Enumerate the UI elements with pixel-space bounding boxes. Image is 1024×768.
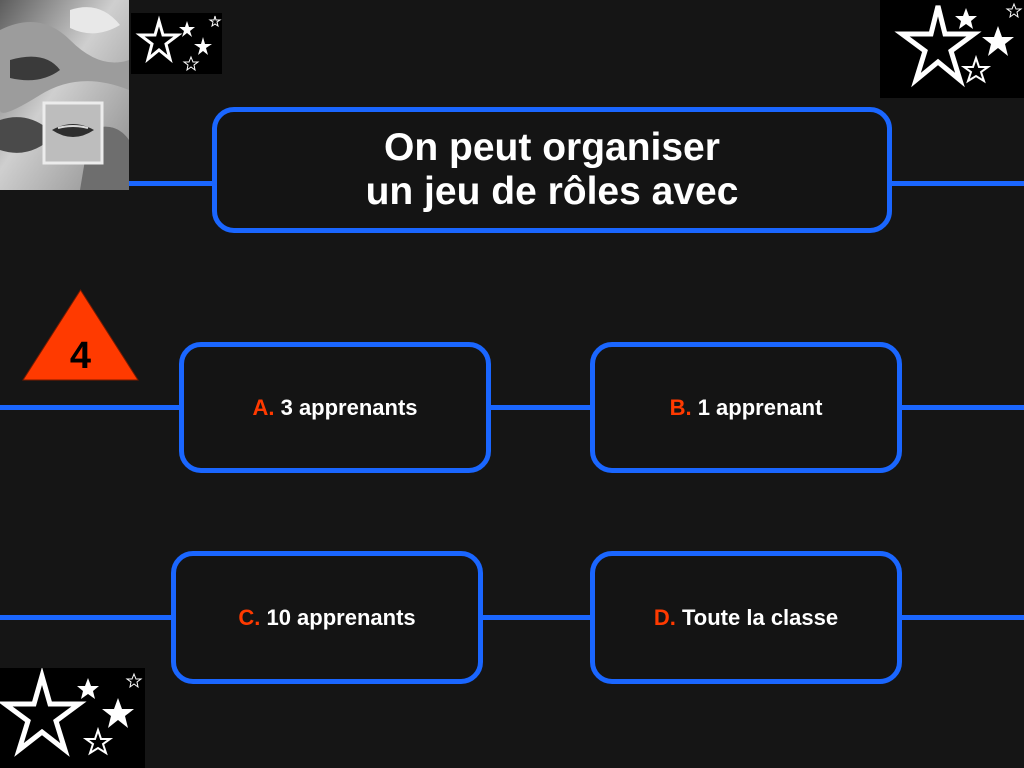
stars-icon	[0, 668, 143, 757]
answer-c-letter: C.	[238, 604, 261, 630]
stars-icon	[894, 2, 1023, 88]
connector-line-row2-left	[0, 615, 177, 620]
answer-a-label: A. 3 apprenants	[252, 395, 417, 421]
answer-b-letter: B.	[669, 394, 692, 420]
stars-decoration-top-right	[880, 0, 1024, 98]
answer-c-text: 10 apprenants	[266, 604, 416, 630]
connector-line-row2-right	[898, 615, 1024, 620]
answer-a-text: 3 apprenants	[280, 394, 418, 420]
question-number: 4	[69, 335, 92, 377]
answer-d-label: D. Toute la classe	[654, 605, 838, 631]
answer-c-button[interactable]: C. 10 apprenants	[171, 551, 483, 684]
question-number-badge: 4	[22, 289, 139, 381]
connector-line-row1-left	[0, 405, 185, 410]
answer-d-text: Toute la classe	[682, 604, 839, 630]
answer-d-letter: D.	[653, 604, 676, 630]
answer-a-letter: A.	[252, 394, 275, 420]
stars-icon	[135, 15, 222, 72]
answer-b-text: 1 apprenant	[697, 394, 823, 420]
connector-line-row2-middle	[478, 615, 596, 620]
answer-d-button[interactable]: D. Toute la classe	[590, 551, 902, 684]
triangle-icon	[22, 289, 139, 381]
answer-b-button[interactable]: B. 1 apprenant	[590, 342, 902, 473]
stars-decoration-bottom-left	[0, 668, 145, 768]
connector-line-question-right	[888, 181, 1024, 186]
answer-b-label: B. 1 apprenant	[670, 395, 823, 421]
connector-line-row1-middle	[486, 405, 596, 410]
face-photo	[0, 0, 129, 190]
question-line-2: un jeu de rôles avec	[365, 170, 739, 213]
question-line-1: On peut organiser	[384, 126, 720, 169]
answer-c-label: C. 10 apprenants	[238, 605, 415, 631]
answer-a-button[interactable]: A. 3 apprenants	[179, 342, 491, 473]
question-box: On peut organiser un jeu de rôles avec	[212, 107, 892, 233]
stars-decoration-top-left	[131, 13, 222, 74]
connector-line-row1-right	[898, 405, 1024, 410]
connector-line-question-left	[128, 181, 218, 186]
face-photo-icon	[0, 0, 129, 190]
